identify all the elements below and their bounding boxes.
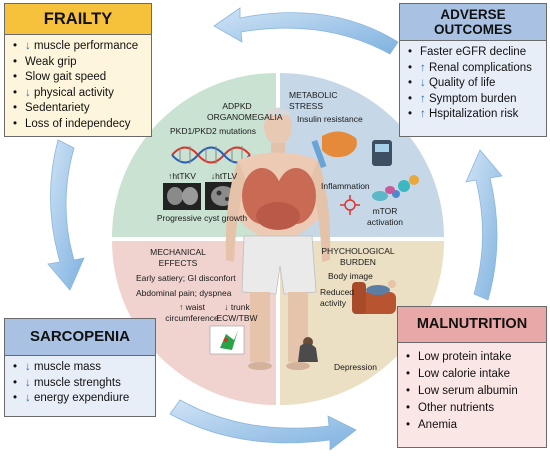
adpkd-title: ADPKD ORGANOMEGALIA [207,101,283,122]
mechanical-title: MECHANICAL EFFECTS [150,247,206,268]
frailty-title: FRAILTY [5,4,151,35]
person-on-couch-illustration [352,280,396,314]
syringe-icon [311,139,327,169]
adverse-outcomes-box: ADVERSE OUTCOMES •Faster eGFR decline •↑… [399,3,547,137]
trunk-ecw-label: ↓ trunk ECW/TBW [216,302,258,323]
adpkd-mutations-label: PKD1/PKD2 mutations [170,126,256,136]
body-image-label: Body image [328,271,373,281]
dna-helix-illustration [171,146,251,164]
mechanical-line-1: Early satiery; GI disconfort [136,273,236,283]
depression-label: Depression [334,362,377,372]
reduced-activity-label: Reduced activity [320,287,355,308]
list-item: •Low serum albumin [406,385,518,397]
metabolic-title: METABOLIC STRESS [289,90,338,111]
cycle-arrow-bottom [169,399,357,451]
sarcopenia-title: SARCOPENIA [5,319,155,356]
waist-circumference-label: ↑ waist circumference [165,302,219,323]
adverse-outcomes-title: ADVERSE OUTCOMES [400,4,546,41]
list-item: •Faster eGFR decline [408,46,527,58]
sarcopenia-list: •↓ muscle mass •↓ muscle strenghts •↓ en… [5,356,155,411]
psychological-title: PHYCHOLOGICAL BURDEN [321,246,395,267]
list-item: •↓ energy expendiure [13,392,130,404]
httlv-label: ↓htTLV [210,171,238,181]
body-composition-chart-icon [209,325,245,355]
httkv-label: ↑htTKV [168,171,196,181]
malnutrition-box: MALNUTRITION •Low protein intake •Low ca… [397,306,547,448]
human-figure-illustration [225,107,331,370]
glucose-meter-icon [372,140,392,166]
list-item: •Loss of independecy [13,117,131,130]
list-item: •Low calorie intake [406,368,511,380]
list-item: •Low protein intake [406,351,512,363]
list-item: •Sedentariety [13,102,90,114]
adverse-outcomes-list: •Faster eGFR decline •↑ Renal complicati… [400,41,546,127]
cyst-growth-label: Progressive cyst growth [156,213,248,223]
ct-scan-kidney-image [163,183,201,210]
list-item: •Other nutrients [406,402,495,414]
quadrant-mechanical [112,241,276,405]
pancreas-icon [322,131,357,158]
cycle-arrow-right [465,149,503,301]
list-item: •Weak grip [13,55,77,68]
list-item: •↓ Quality of life [408,77,496,89]
list-item: •↑ Hspitalization risk [408,108,519,120]
list-item: •↓ muscle performance [13,40,139,52]
malnutrition-title: MALNUTRITION [398,307,546,343]
inflammation-burst-icon [340,195,360,215]
list-item: •↓ muscle mass [13,361,102,373]
quadrant-psychological [280,241,444,405]
cycle-arrow-top [213,7,399,55]
mtor-protein-icon [372,186,395,201]
frailty-list: •↓ muscle performance •Weak grip •Slow g… [5,35,151,136]
list-item: •↑ Symptom burden [408,92,517,105]
mechanical-line-2: Abdominal pain; dyspnea [136,288,232,298]
list-item: •Anemia [406,419,457,431]
depressed-person-illustration [298,337,318,362]
malnutrition-list: •Low protein intake •Low calorie intake … [398,343,546,438]
list-item: •↓ physical activity [13,86,114,99]
insulin-resistance-label: Insulin resistance [297,114,363,124]
frailty-box: FRAILTY •↓ muscle performance •Weak grip… [4,3,152,137]
sarcopenia-box: SARCOPENIA •↓ muscle mass •↓ muscle stre… [4,318,156,417]
list-item: •↓ muscle strenghts [13,376,121,389]
list-item: •↑ Renal complications [408,61,532,74]
mtor-activation-label: mTOR activation [367,206,403,227]
list-item: •Slow gait speed [13,71,107,83]
inflammation-label: Inflammation [321,181,370,191]
cycle-arrow-left [47,139,85,291]
